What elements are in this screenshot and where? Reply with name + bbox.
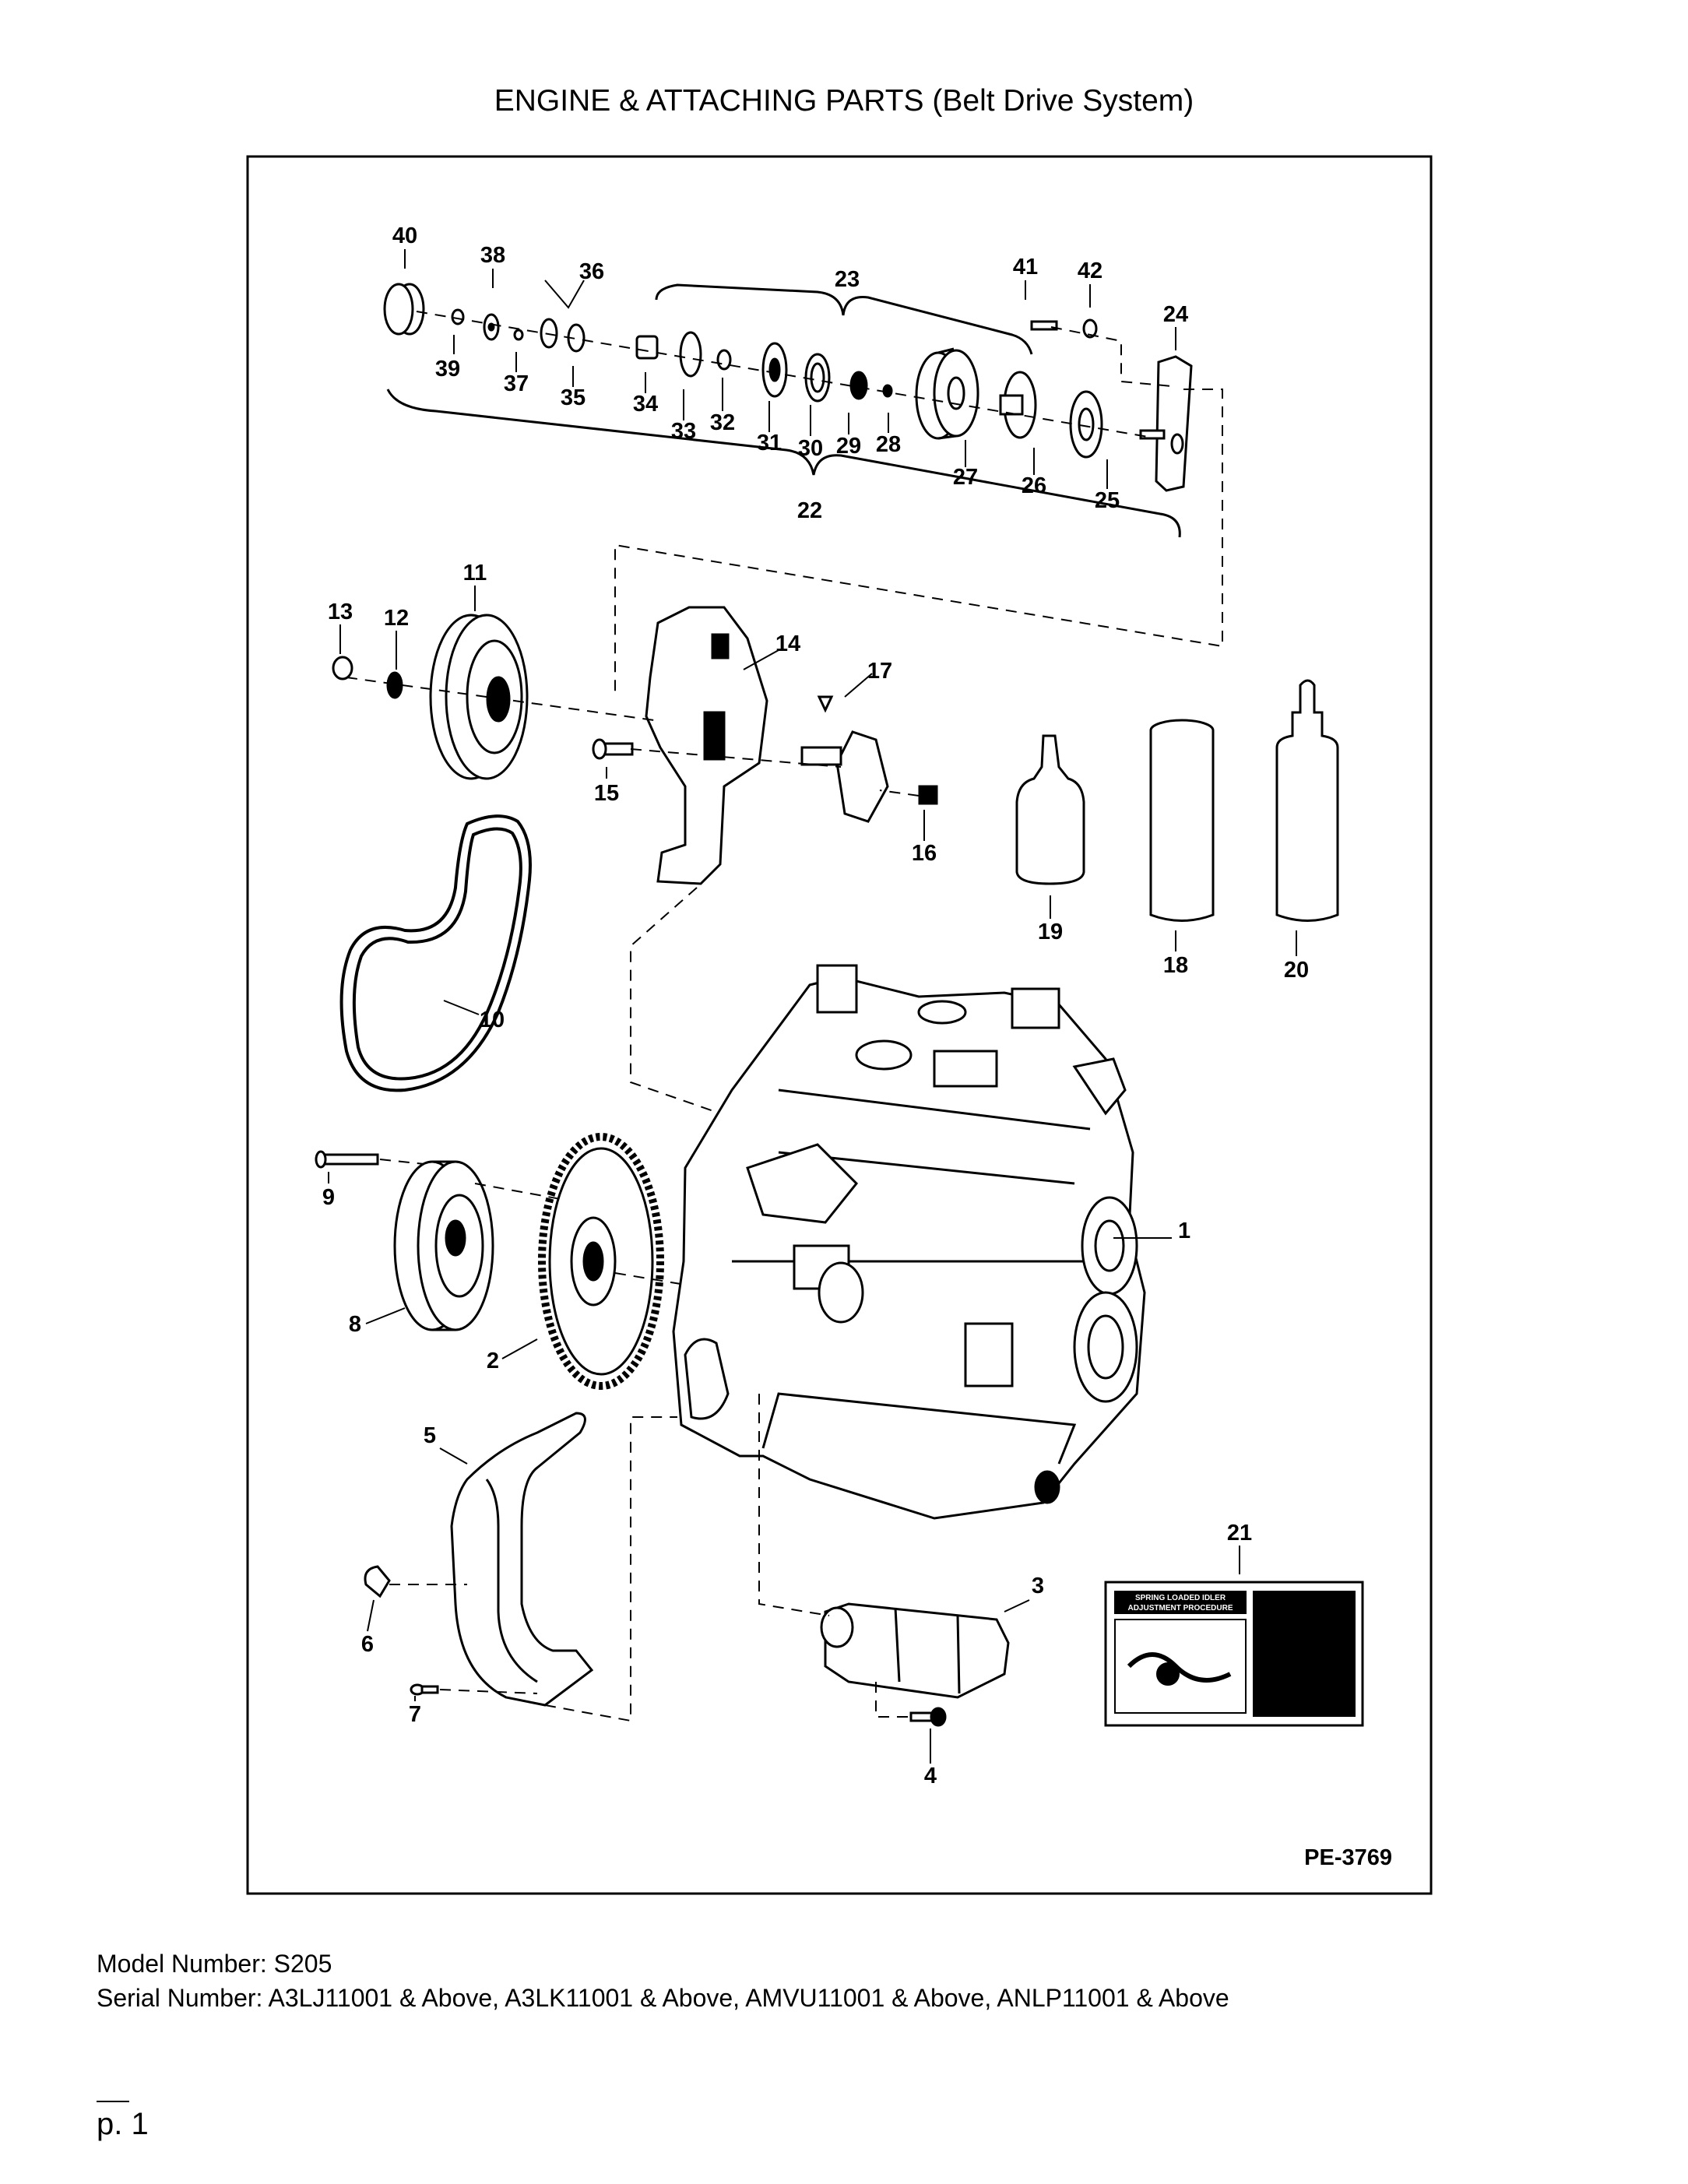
callout-32: 32 [710, 410, 735, 435]
diagram-border [246, 155, 1433, 1895]
idler-assembly [383, 283, 1193, 538]
callout-15: 15 [594, 781, 619, 806]
callout-16: 16 [912, 841, 937, 866]
callout-2: 2 [487, 1349, 499, 1373]
callout-12: 12 [384, 606, 409, 631]
callout-42: 42 [1078, 258, 1102, 283]
callout-26: 26 [1022, 473, 1046, 498]
tensioner-assembly [332, 606, 938, 885]
callout-5: 5 [424, 1423, 436, 1448]
flywheel-shield [364, 1412, 594, 1707]
engine-block [672, 964, 1146, 1520]
sealant-tubes [1015, 679, 1339, 922]
callout-19: 19 [1038, 920, 1063, 944]
callout-33: 33 [671, 419, 696, 444]
callout-37: 37 [504, 371, 529, 396]
callout-29: 29 [836, 434, 861, 459]
callout-27: 27 [953, 465, 978, 490]
callout-10: 10 [480, 1008, 505, 1032]
callout-30: 30 [798, 436, 823, 461]
figure-id: PE-3769 [1304, 1845, 1392, 1870]
callout-6: 6 [361, 1632, 374, 1657]
callout-34: 34 [633, 392, 658, 417]
callout-23: 23 [835, 267, 860, 292]
callout-39: 39 [435, 357, 460, 382]
drive-belt [339, 814, 532, 1092]
page-number: p. 1 [97, 2107, 149, 2141]
decal: SPRING LOADED IDLER ADJUSTMENT PROCEDURE [1104, 1581, 1364, 1727]
decal-header: SPRING LOADED IDLER [1135, 1594, 1226, 1602]
callout-36: 36 [579, 259, 604, 284]
callout-4: 4 [924, 1764, 937, 1788]
flywheel-assembly [315, 1133, 664, 1390]
callout-8: 8 [349, 1312, 361, 1337]
callout-40: 40 [392, 223, 417, 248]
footer: Model Number: S205 Serial Number: A3LJ11… [97, 1947, 1229, 2015]
callout-31: 31 [757, 431, 782, 455]
svg-text:ADJUSTMENT PROCEDURE: ADJUSTMENT PROCEDURE [1127, 1604, 1233, 1613]
callout-35: 35 [561, 385, 586, 410]
callout-24: 24 [1163, 302, 1188, 327]
callout-7: 7 [409, 1702, 421, 1727]
callout-38: 38 [480, 243, 505, 268]
callout-17: 17 [867, 659, 892, 684]
model-number: Model Number: S205 [97, 1950, 332, 1978]
callout-41: 41 [1013, 255, 1038, 280]
callout-11: 11 [463, 561, 487, 586]
callout-14: 14 [775, 631, 800, 656]
callout-20: 20 [1284, 958, 1309, 983]
callout-13: 13 [328, 600, 353, 624]
starter [820, 1602, 1010, 1727]
callout-22: 22 [797, 498, 822, 523]
callout-21: 21 [1227, 1521, 1252, 1546]
callout-18: 18 [1163, 953, 1188, 978]
callout-1: 1 [1178, 1219, 1190, 1243]
page-title: ENGINE & ATTACHING PARTS (Belt Drive Sys… [494, 84, 1194, 118]
callout-9: 9 [322, 1185, 335, 1210]
serial-number: Serial Number: A3LJ11001 & Above, A3LK11… [97, 1984, 1229, 2012]
callout-28: 28 [876, 432, 901, 457]
page-number-rule [97, 2101, 129, 2102]
callout-3: 3 [1032, 1574, 1044, 1598]
callout-25: 25 [1095, 488, 1120, 513]
callout-labels: 40 38 36 23 41 42 24 39 37 35 34 33 32 3… [322, 223, 1309, 1788]
